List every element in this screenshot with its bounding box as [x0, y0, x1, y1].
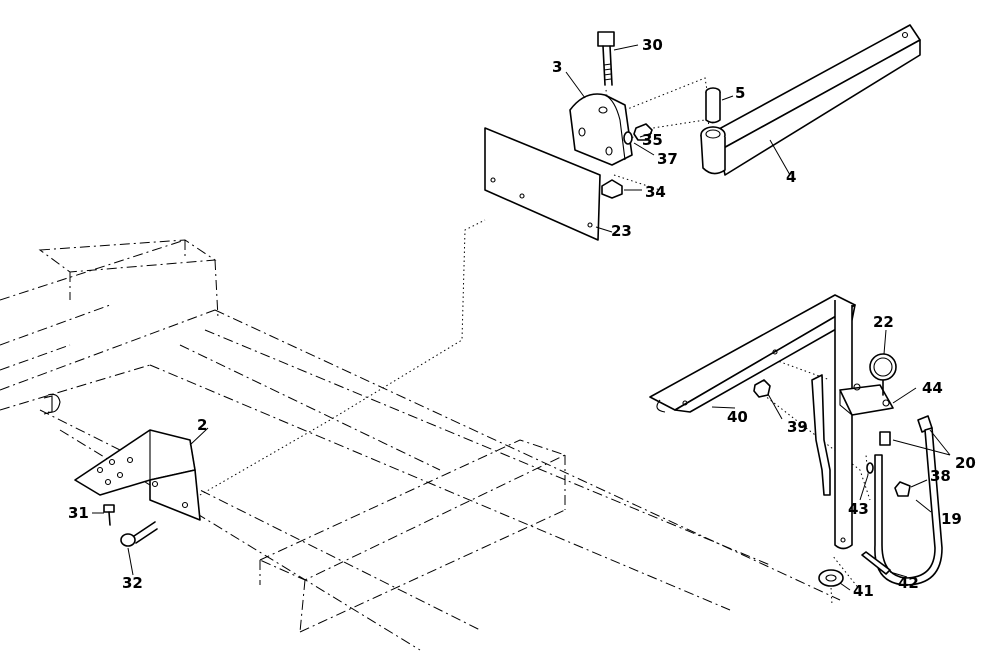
part-5-pin — [705, 87, 721, 124]
part-3-clamp — [569, 93, 633, 166]
label-34: 34 — [645, 183, 666, 201]
part-38-bolt — [894, 481, 911, 497]
part-40-support — [649, 294, 856, 550]
dipstick-rod — [811, 374, 831, 496]
label-44: 44 — [922, 379, 943, 397]
label-31: 31 — [68, 504, 89, 522]
part-20-fittings — [879, 415, 933, 446]
part-39-nut — [753, 379, 771, 398]
part-35-nut — [633, 123, 653, 141]
part-37-washer — [623, 131, 633, 145]
label-42: 42 — [898, 574, 919, 592]
label-5: 5 — [735, 84, 745, 102]
part-31-bolt — [103, 504, 115, 526]
leader-lines — [92, 44, 951, 591]
label-39: 39 — [787, 418, 808, 436]
label-32: 32 — [122, 574, 143, 592]
part-30-bolt — [597, 31, 615, 86]
label-30: 30 — [642, 36, 663, 54]
part-number-labels: 2 3 4 5 19 20 22 23 30 31 32 34 35 37 38… — [68, 36, 976, 600]
phantom-frame — [0, 239, 841, 651]
label-35: 35 — [642, 131, 663, 149]
part-42-pin — [861, 551, 891, 575]
label-20: 20 — [955, 454, 976, 472]
label-2: 2 — [197, 416, 207, 434]
label-40: 40 — [727, 408, 748, 426]
label-4: 4 — [786, 168, 796, 186]
label-41: 41 — [853, 582, 874, 600]
part-4-arm — [700, 24, 921, 176]
label-19: 19 — [941, 510, 962, 528]
part-23-plate — [484, 127, 601, 241]
label-38: 38 — [930, 467, 951, 485]
label-3: 3 — [552, 58, 562, 76]
label-23: 23 — [611, 222, 632, 240]
part-32-bolt — [120, 521, 158, 547]
label-37: 37 — [657, 150, 678, 168]
part-2-bracket — [74, 429, 201, 521]
part-22-gauge — [869, 353, 897, 396]
part-19-pipe — [874, 427, 943, 586]
part-34-nut — [601, 179, 623, 199]
part-44-bracket — [839, 383, 894, 416]
part-43-washer — [866, 462, 874, 474]
label-22: 22 — [873, 313, 894, 331]
part-41-washer — [818, 569, 844, 587]
label-43: 43 — [848, 500, 869, 518]
